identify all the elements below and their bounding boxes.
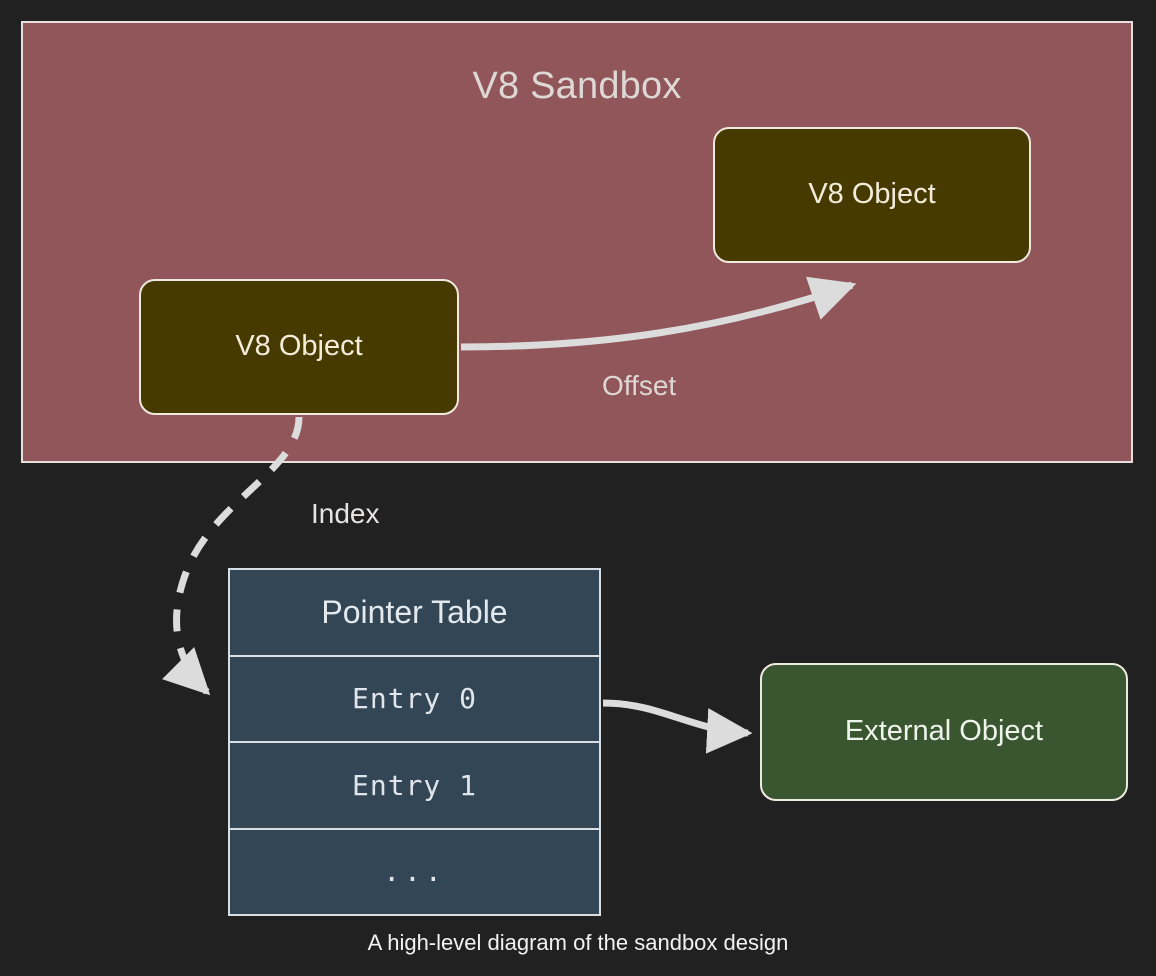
node-label-v8-object-left: V8 Object xyxy=(235,330,363,363)
offset-edge-label: Offset xyxy=(602,370,677,401)
pointer-table-cell-ellipsis: ... xyxy=(383,855,446,889)
pointer-table-header-label: Pointer Table xyxy=(321,593,508,630)
pointer-table-row-entry-0[interactable]: Entry 0 xyxy=(230,654,599,742)
pointer-table-cell-entry-1: Entry 1 xyxy=(351,768,477,802)
node-label-external-object: External Object xyxy=(844,715,1044,748)
pointer-table-cell-entry-0: Entry 0 xyxy=(351,682,477,716)
offset-arrow xyxy=(460,276,857,351)
node-external-object[interactable]: External Object xyxy=(760,663,1128,801)
entry-to-external-arrow xyxy=(602,699,753,754)
index-arrow xyxy=(161,416,303,696)
pointer-table-header-row: Pointer Table xyxy=(230,570,599,655)
pointer-table-row-entry-1[interactable]: Entry 1 xyxy=(230,741,599,828)
node-v8-object-right[interactable]: V8 Object xyxy=(713,127,1031,263)
node-v8-object-left[interactable]: V8 Object xyxy=(139,279,459,415)
diagram-caption: A high-level diagram of the sandbox desi… xyxy=(367,930,789,955)
node-label-v8-object-right: V8 Object xyxy=(808,178,936,211)
pointer-table-row-ellipsis[interactable]: ... xyxy=(230,827,599,915)
index-edge-label: Index xyxy=(311,498,380,529)
v8-sandbox-title: V8 Sandbox xyxy=(472,65,682,107)
pointer-table: Pointer Table Entry 0 Entry 1 ... xyxy=(228,568,601,916)
